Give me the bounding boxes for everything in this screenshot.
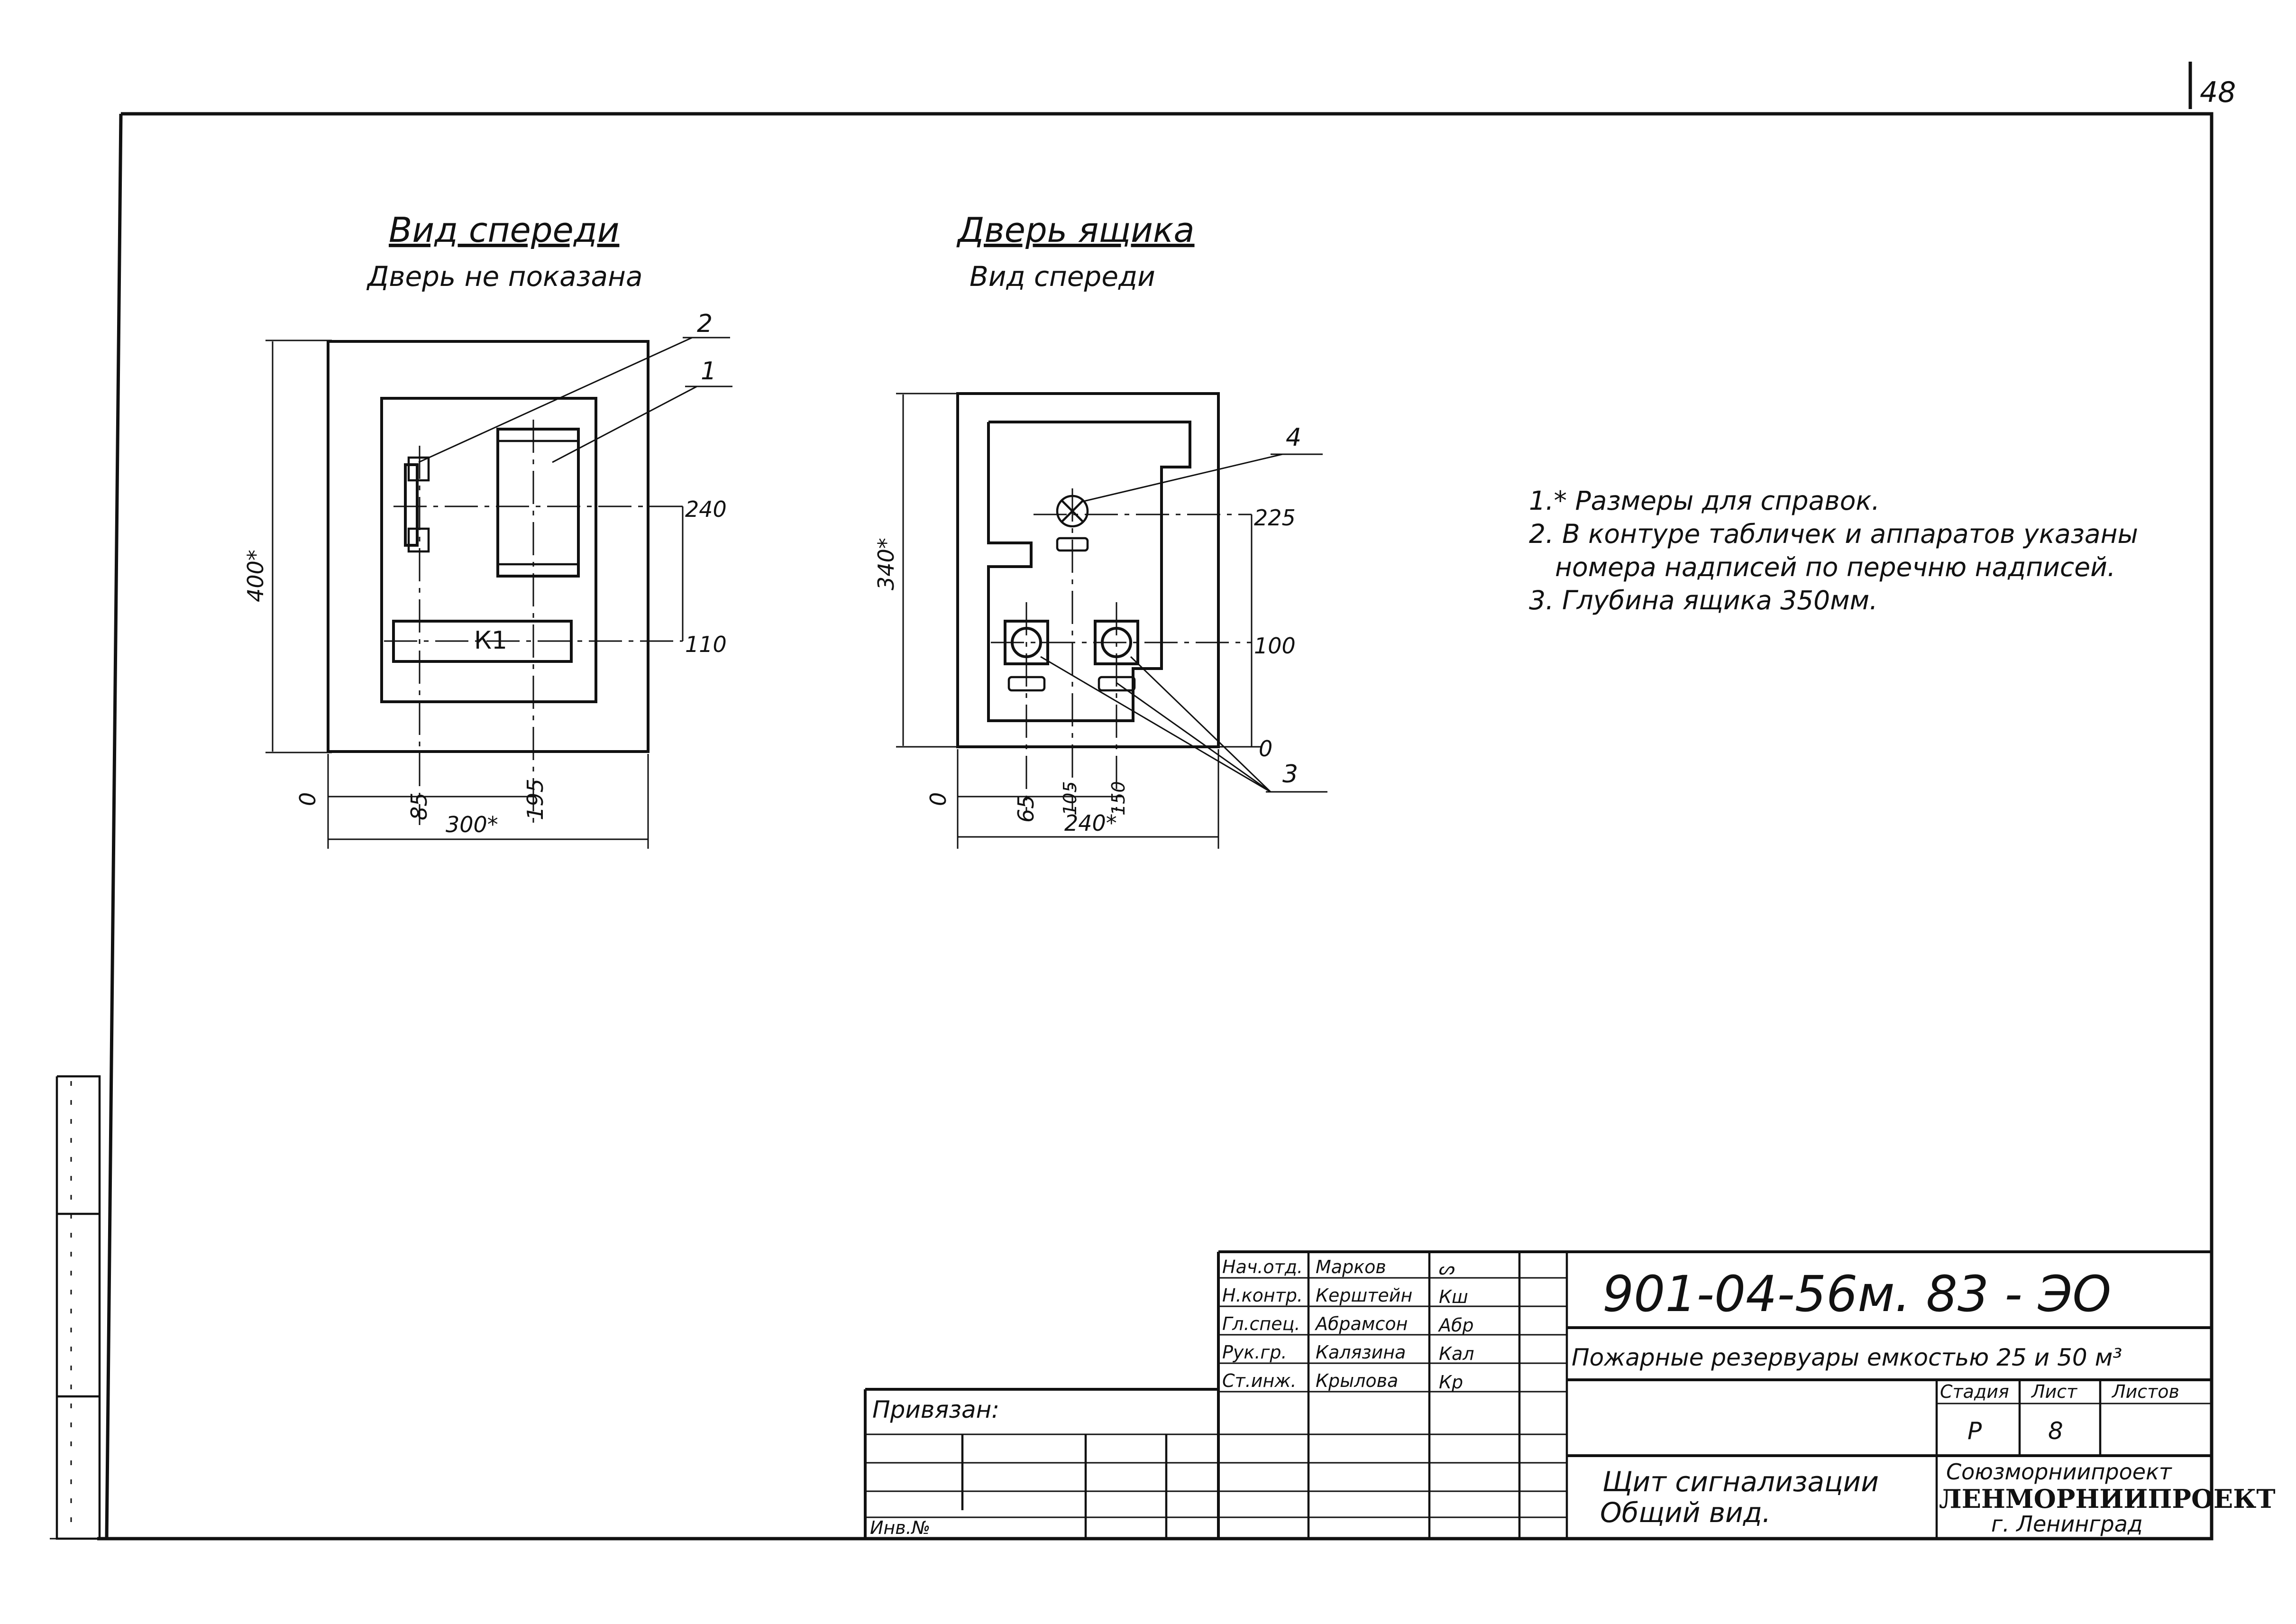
signal-strip (404, 463, 419, 547)
tb-stage-value: Р (1967, 1417, 1982, 1445)
door-view-subtitle: Вид спереди (970, 260, 1155, 293)
tb-name-3: Калязина (1316, 1342, 1406, 1363)
door-view-title: Дверь ящика (956, 210, 1195, 250)
tb-drawing-title-2: Общий вид. (1600, 1496, 1771, 1529)
door-outline (956, 392, 1220, 748)
note-2: 2. В контуре табличек и аппаратов указан… (1529, 519, 2138, 549)
note-2-cont: номера надписей по перечню надписей. (1555, 552, 2115, 582)
sheet-number: 48 (2200, 76, 2236, 109)
front-view-title: Вид спереди (389, 210, 619, 250)
front-dim-height: 400* (243, 550, 268, 602)
note-3: 3. Глубина ящика 350мм. (1529, 585, 1878, 615)
tb-drawing-code: 901-04-56м. 83 - ЭО (1602, 1265, 2111, 1323)
front-dim-width: 300* (446, 812, 498, 837)
cabinet-outline (327, 340, 649, 753)
door-dim-65: 65 (1013, 795, 1039, 823)
tb-role-3: Рук.гр. (1222, 1342, 1287, 1363)
door-view: Дверь ящика Вид спереди 340* 225 100 0 (873, 210, 1327, 849)
note-1: 1.* Размеры для справок. (1529, 486, 1880, 516)
door-cutout (987, 421, 1191, 722)
signal-cap-top (407, 456, 430, 482)
front-view-subtitle: Дверь не показана (366, 260, 642, 293)
tb-name-2: Абрамсон (1314, 1313, 1408, 1334)
door-dim-zero-v: 0 (1259, 736, 1272, 762)
front-view: Вид спереди Дверь не показана К1 400* 24… (243, 210, 732, 849)
tb-org-3: г. Ленинград (1991, 1511, 2143, 1537)
door-dim-225: 225 (1254, 505, 1296, 531)
tb-sheets-label: Листов (2111, 1381, 2179, 1402)
tb-stage-label: Стадия (1940, 1381, 2009, 1402)
tb-sign-0: ᔕ (1439, 1258, 1455, 1279)
tb-org-2: ЛЕНМОРНИИПРОЕКТ (1939, 1484, 2276, 1514)
tb-project-name: Пожарные резервуары емкостью 25 и 50 м³ (1572, 1344, 2122, 1371)
tb-org-1: Союзморниипроект (1946, 1459, 2172, 1485)
door-dim-height: 340* (873, 538, 899, 590)
door-dim-width: 240* (1064, 810, 1117, 836)
tb-sign-3: Кал (1439, 1343, 1474, 1364)
tb-role-4: Ст.инж. (1222, 1370, 1297, 1391)
front-dim-195: 195 (522, 779, 548, 820)
tb-attached-label: Привязан: (872, 1396, 999, 1423)
tb-sign-4: Кр (1439, 1372, 1463, 1393)
title-block: Нач.отд. Марков ᔕ Н.контр. Керштейн Кш Г… (864, 1250, 2276, 1539)
tb-name-0: Марков (1316, 1257, 1386, 1277)
tb-sign-2: Абр (1437, 1315, 1474, 1336)
tb-inv-label: Инв.№ (870, 1517, 930, 1538)
front-dim-110: 110 (685, 632, 727, 657)
callout-4: 4 (1286, 423, 1301, 452)
door-dim-zero-h: 0 (925, 792, 951, 806)
tb-role-1: Н.контр. (1222, 1285, 1303, 1306)
tb-name-1: Керштейн (1316, 1285, 1412, 1306)
front-dim-85: 85 (406, 792, 432, 820)
tb-sheet-value: 8 (2048, 1417, 2063, 1445)
tb-role-0: Нач.отд. (1222, 1257, 1303, 1277)
tb-drawing-title-1: Щит сигнализации (1602, 1466, 1879, 1498)
tb-name-4: Крылова (1316, 1370, 1398, 1391)
front-dim-240: 240 (685, 496, 727, 522)
door-dim-105: 105 (1060, 781, 1080, 816)
tb-sheet-label: Лист (2031, 1381, 2078, 1402)
callout-3: 3 (1282, 760, 1298, 789)
lamp-unit (496, 428, 580, 578)
notes: 1.* Размеры для справок. 2. В контуре та… (1529, 486, 2138, 615)
front-dim-zero: 0 (295, 792, 320, 806)
callout-1: 1 (701, 357, 716, 385)
inner-panel (380, 397, 597, 703)
tb-sign-1: Кш (1439, 1286, 1468, 1307)
callout-2: 2 (697, 310, 713, 338)
sheet-frame: 48 (50, 62, 2236, 1541)
signal-cap-bottom (407, 527, 430, 553)
tb-role-2: Гл.спец. (1222, 1313, 1300, 1334)
door-dim-100: 100 (1254, 633, 1296, 659)
door-dim-150: 150 (1108, 781, 1129, 816)
